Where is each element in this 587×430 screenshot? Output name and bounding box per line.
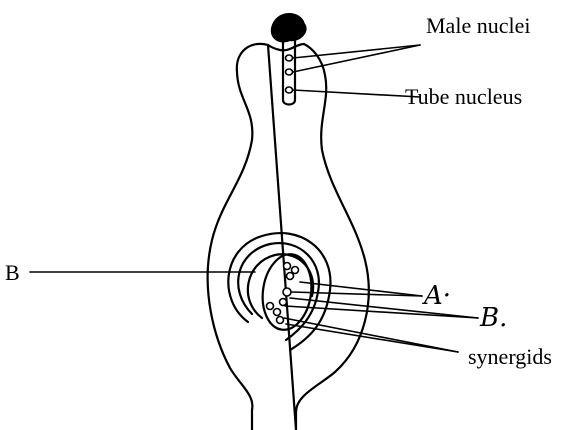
egg-cell (267, 303, 274, 310)
male-nuclei-pointer (293, 45, 420, 58)
tube-nucleus-shape (286, 87, 293, 93)
male-nuclei-label: Male nuclei (426, 13, 530, 38)
ovary-outline (208, 44, 369, 430)
synergid-cell (277, 317, 284, 324)
a-handwritten-label: A· (422, 281, 451, 311)
antipodal-cell (284, 263, 291, 270)
synergids-pointer (286, 324, 458, 352)
synergid-cell (274, 309, 281, 316)
antipodal-cell (287, 273, 294, 280)
b-printed-label: B (5, 260, 20, 285)
b-handwritten-label: B. (479, 303, 507, 333)
outer-integument (228, 233, 330, 350)
male-nucleus (286, 55, 293, 61)
polar-nucleus (283, 288, 291, 296)
synergids-label: synergids (468, 344, 552, 369)
tube-nucleus-label: Tube nucleus (405, 84, 522, 109)
antipodal-cell (292, 267, 299, 274)
polar-nucleus (280, 299, 287, 306)
tube-nucleus-pointer (293, 90, 420, 97)
pollen-grain (272, 14, 306, 42)
male-nucleus (286, 69, 293, 75)
inner-integument (248, 254, 313, 318)
